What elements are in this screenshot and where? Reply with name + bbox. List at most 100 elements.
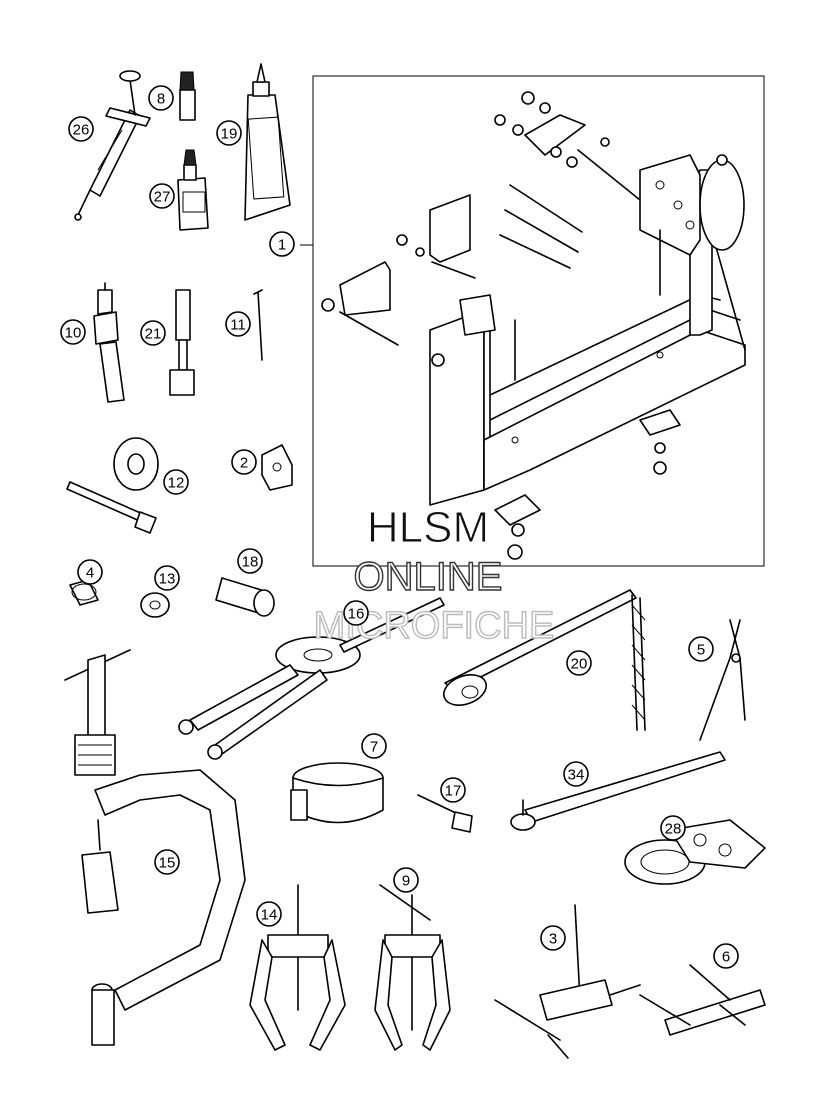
puller-tool-10-drawing: [93, 282, 125, 403]
part-callout-8[interactable]: 8: [148, 85, 174, 111]
part-callout-number: 20: [571, 656, 588, 673]
part-callout-2[interactable]: 2: [231, 449, 257, 475]
part-callout-number: 17: [445, 783, 462, 800]
watermark-line-1: HLSM: [367, 503, 489, 552]
part-callout-number: 10: [65, 325, 82, 342]
part-callout-1[interactable]: 1: [269, 231, 295, 257]
part-callout-circle: [225, 311, 251, 337]
part-callout-circle: [231, 449, 257, 475]
part-callout-18[interactable]: 18: [237, 548, 263, 574]
part-callout-17[interactable]: 17: [440, 777, 466, 803]
rod-tool-21-drawing: [169, 289, 195, 396]
part-callout-circle: [713, 943, 739, 969]
part-callout-13[interactable]: 13: [154, 565, 180, 591]
part-callout-number: 27: [154, 189, 171, 206]
part-callout-circle: [269, 231, 295, 257]
pin-spanner-drawing: [510, 751, 726, 831]
part-callout-circle: [563, 761, 589, 787]
part-callout-20[interactable]: 20: [566, 650, 592, 676]
ring-compressor-drawing: [290, 762, 384, 824]
part-callout-12[interactable]: 12: [163, 469, 189, 495]
small-tube-drawing: [179, 71, 196, 121]
part-callout-circle: [237, 548, 263, 574]
small-tool-17-drawing: [417, 794, 473, 833]
part-callout-circle: [148, 85, 174, 111]
part-callout-circle: [68, 116, 94, 142]
small-parts-drawing: [69, 577, 275, 618]
pin-tool-11-drawing: [253, 289, 263, 361]
part-callout-circle: [77, 559, 103, 585]
part-callout-circle: [256, 901, 282, 927]
watermark-line-2: ONLINE: [354, 555, 503, 599]
part-callout-26[interactable]: 26: [68, 116, 94, 142]
part-callout-number: 15: [159, 855, 176, 872]
part-callout-circle: [154, 565, 180, 591]
part-callout-number: 8: [157, 91, 165, 108]
holding-tool-drawing: [624, 819, 766, 885]
part-callout-3[interactable]: 3: [540, 925, 566, 951]
part-callout-number: 2: [240, 455, 248, 472]
flywheel-puller-drawing: [178, 597, 445, 760]
chain-wrench-drawing: [442, 589, 646, 731]
part-callout-number: 18: [242, 554, 259, 571]
part-callout-number: 5: [697, 642, 705, 659]
part-callout-14[interactable]: 14: [256, 901, 282, 927]
part-callout-27[interactable]: 27: [149, 183, 175, 209]
part-callout-circle: [540, 925, 566, 951]
part-callout-9[interactable]: 9: [393, 867, 419, 893]
part-callout-21[interactable]: 21: [140, 320, 166, 346]
part-callout-5[interactable]: 5: [688, 636, 714, 662]
part-callout-circle: [361, 733, 387, 759]
bottle-drawing: [177, 149, 209, 231]
part-callout-number: 4: [86, 565, 94, 582]
part-callout-7[interactable]: 7: [361, 733, 387, 759]
part-callout-number: 28: [665, 821, 682, 838]
three-jaw-puller-drawing: [249, 884, 346, 1051]
part-callout-number: 19: [221, 126, 238, 143]
tool-6-drawing: [639, 964, 766, 1036]
part-callout-number: 6: [722, 949, 730, 966]
part-callout-number: 1: [278, 237, 286, 254]
part-callout-circle: [60, 319, 86, 345]
part-callout-circle: [140, 320, 166, 346]
part-callout-11[interactable]: 11: [225, 311, 251, 337]
c-clamp-press-drawing: [64, 649, 246, 1046]
part-callout-28[interactable]: 28: [660, 815, 686, 841]
engine-stand-drawing: [300, 91, 746, 560]
part-callout-number: 3: [549, 931, 557, 948]
part-callout-circle: [393, 867, 419, 893]
part-callout-16[interactable]: 16: [343, 600, 369, 626]
part-callout-circle: [154, 849, 180, 875]
part-callout-circle: [216, 120, 242, 146]
chain-breaker-drawing: [494, 904, 641, 1059]
part-callout-6[interactable]: 6: [713, 943, 739, 969]
part-callout-circle: [440, 777, 466, 803]
circlip-pliers-drawing: [699, 619, 746, 741]
part-callout-circle: [660, 815, 686, 841]
part-callout-circle: [343, 600, 369, 626]
part-callout-circle: [149, 183, 175, 209]
part-callout-number: 12: [168, 475, 185, 492]
engine-stand-frame-box: [312, 75, 765, 567]
part-callout-10[interactable]: 10: [60, 319, 86, 345]
sealant-tube-drawing: [244, 63, 291, 221]
syringe-drawing: [74, 70, 151, 221]
part-callout-number: 16: [348, 606, 365, 623]
part-callout-circle: [566, 650, 592, 676]
part-callout-number: 7: [370, 739, 378, 756]
part-callout-4[interactable]: 4: [77, 559, 103, 585]
part-callout-number: 34: [568, 767, 585, 784]
part-callout-circle: [688, 636, 714, 662]
bracket-2-drawing: [261, 444, 293, 491]
part-callout-number: 13: [159, 571, 176, 588]
part-callout-number: 14: [261, 907, 278, 924]
part-callout-number: 9: [402, 873, 410, 890]
part-callout-number: 11: [230, 317, 246, 334]
part-callout-15[interactable]: 15: [154, 849, 180, 875]
two-jaw-puller-drawing: [374, 884, 451, 1051]
part-callout-number: 21: [145, 326, 162, 343]
part-callout-34[interactable]: 34: [563, 761, 589, 787]
part-callout-19[interactable]: 19: [216, 120, 242, 146]
